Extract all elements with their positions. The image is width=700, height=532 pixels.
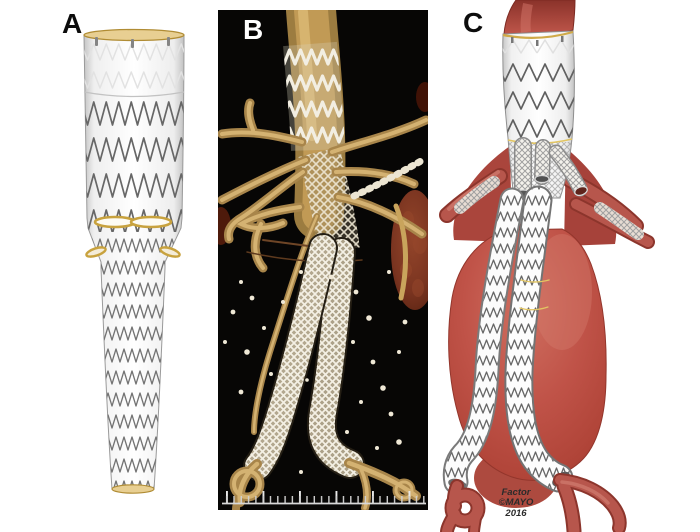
stent-limbs (243, 233, 365, 481)
graft-stent-wires (84, 36, 184, 489)
upper-right-tissue (416, 82, 428, 112)
attribution-artist: Factor (501, 487, 531, 498)
panel-b-ct-angiogram (218, 10, 428, 510)
iliac-arteries (440, 473, 627, 532)
panel-c-implant-illustration (439, 0, 655, 532)
calcification-speckles (223, 270, 408, 474)
attribution-copyright: ©MAYO (498, 497, 534, 509)
panel-label-b: B (243, 14, 264, 45)
attribution-year: 2016 (505, 507, 527, 519)
panel-label-c: C (463, 7, 484, 38)
iliac-stent-limbs (442, 185, 574, 495)
side-branch-openings (85, 246, 181, 258)
branch-grommets (93, 215, 173, 229)
branch-vessels (218, 98, 428, 435)
attribution: Factor ©MAYO 2016 (489, 487, 543, 519)
distal-gold-rim (111, 484, 155, 494)
branch-stent-cuffs (514, 137, 588, 201)
renal-branch-stent (350, 157, 425, 200)
scale-ruler (222, 491, 426, 505)
panel-label-a: A (62, 8, 83, 39)
fabric-seam (83, 91, 185, 98)
panel-a-stent-graft-illustration (83, 28, 185, 494)
anchor-tabs (95, 37, 170, 48)
